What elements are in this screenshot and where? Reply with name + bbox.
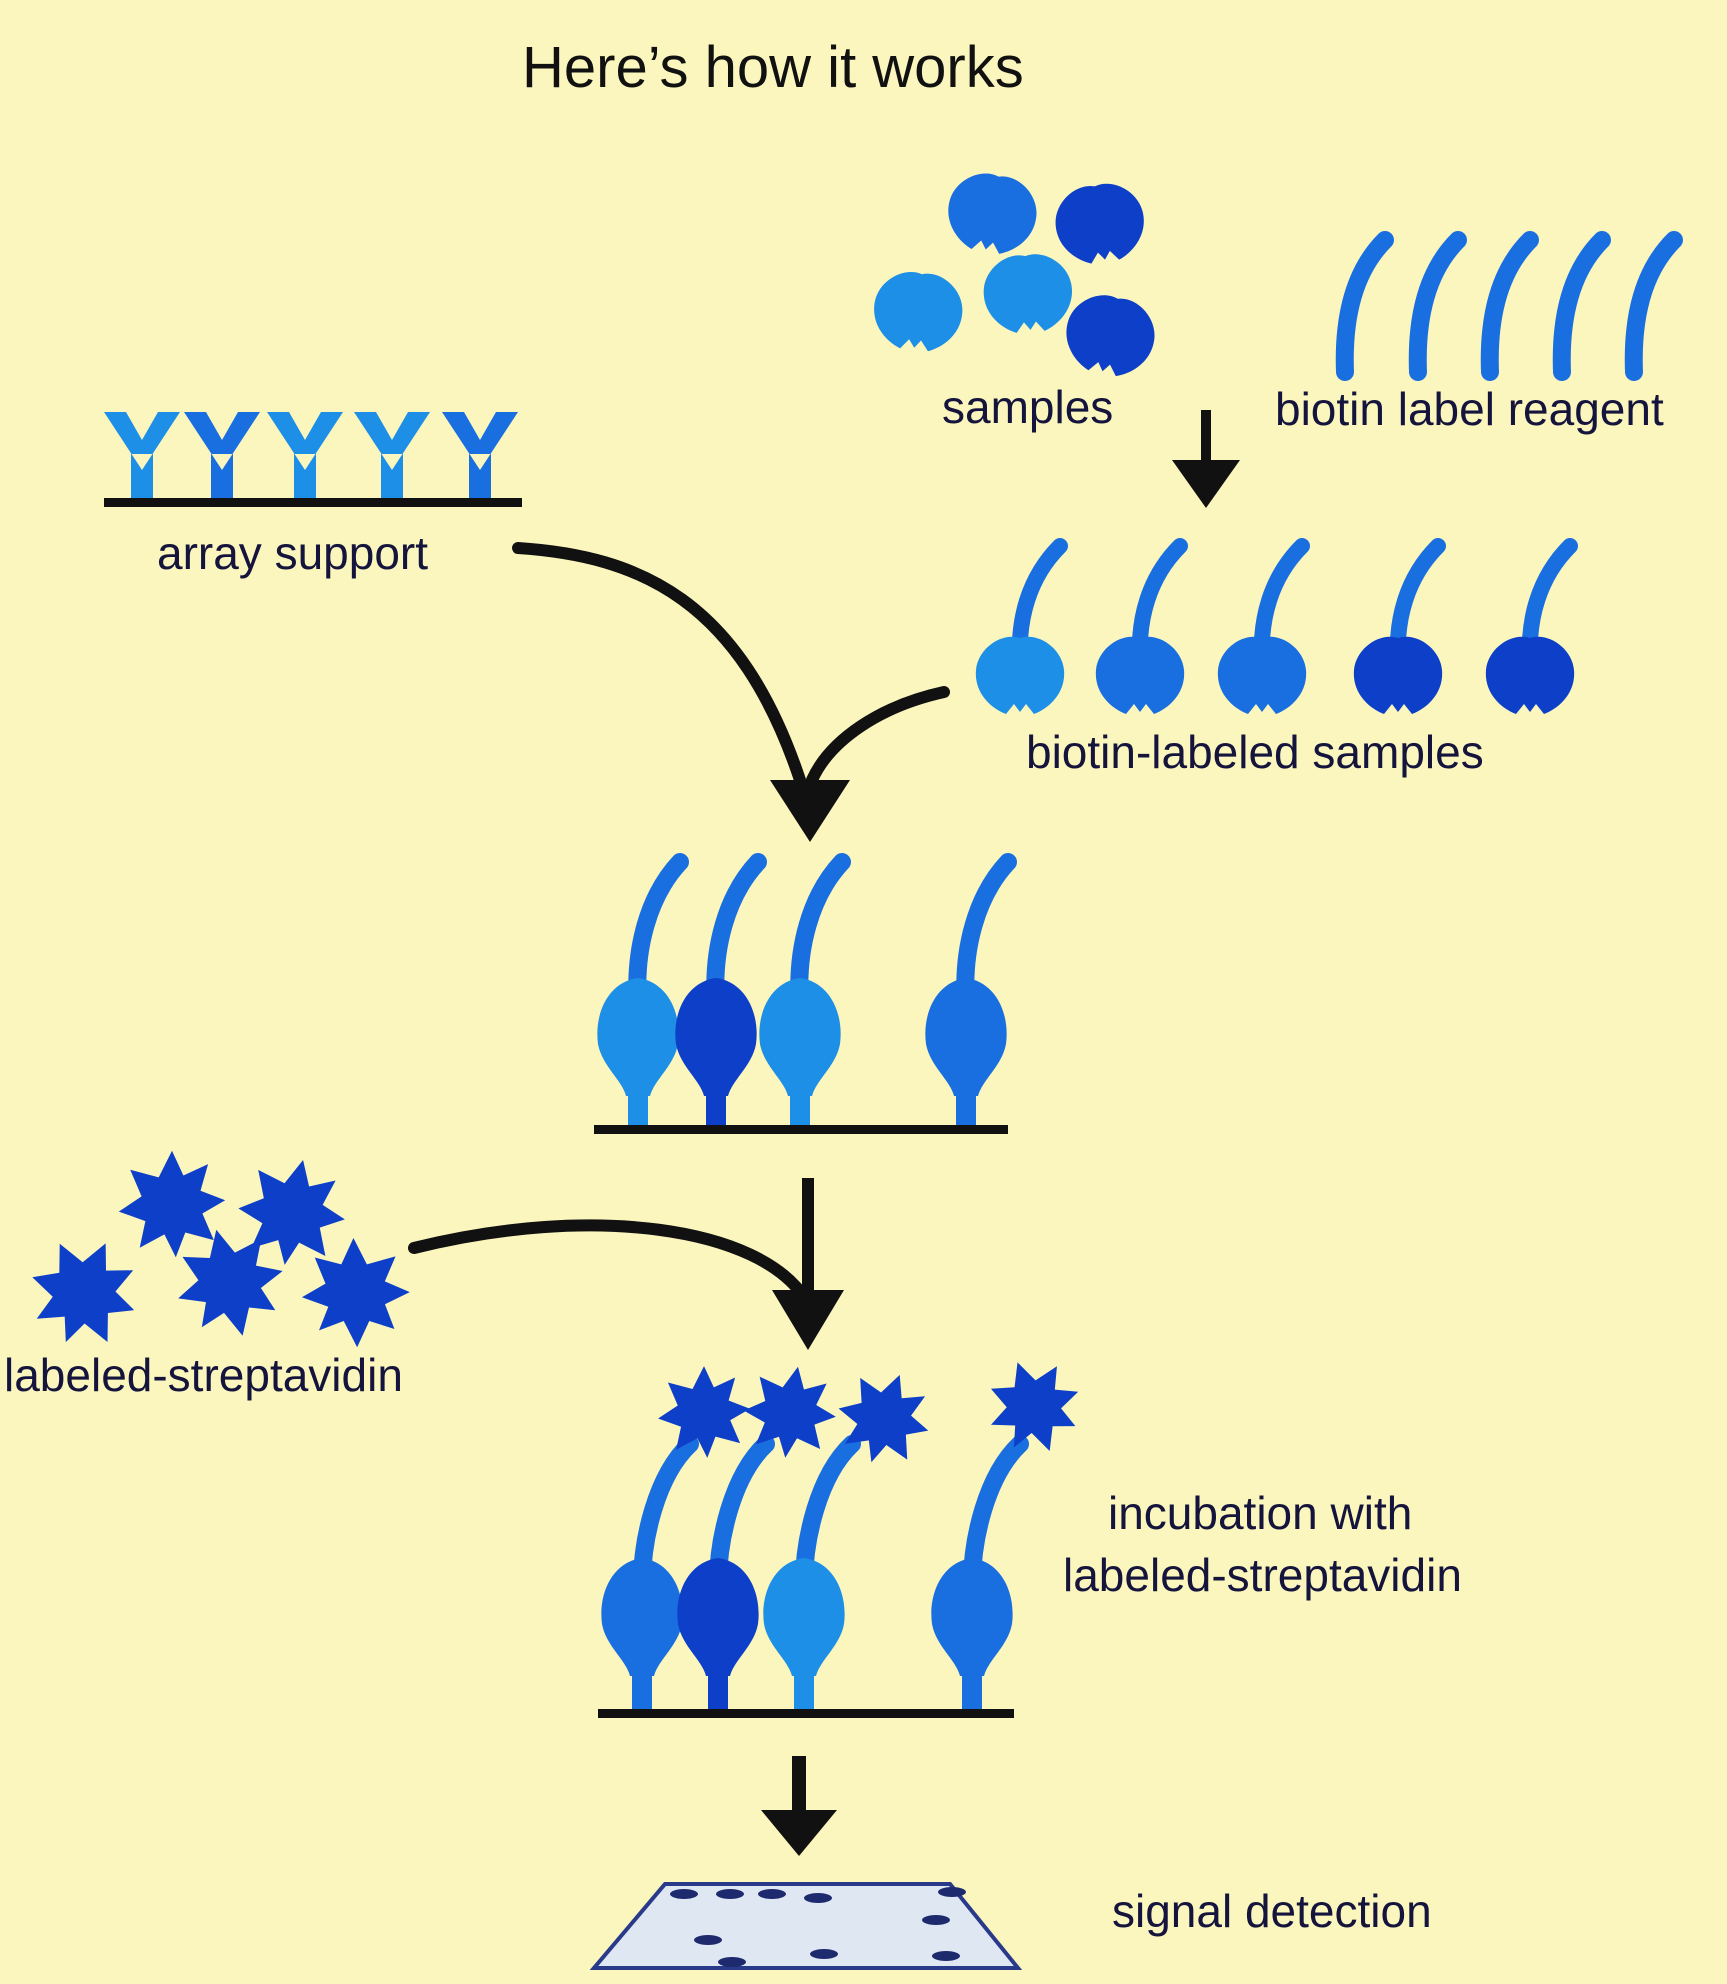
array-line-2 bbox=[594, 1125, 1008, 1134]
antibody-y-3 bbox=[267, 412, 343, 498]
signal-spot-4 bbox=[804, 1893, 832, 1903]
array-support-label: array support bbox=[157, 527, 429, 579]
diagram-shapes bbox=[13, 167, 1683, 1970]
labeled-sample-blob-4 bbox=[1353, 636, 1443, 714]
incubated-stem-2 bbox=[708, 1668, 728, 1710]
antibody-y-2 bbox=[184, 412, 260, 498]
signal-spot-8 bbox=[810, 1949, 838, 1959]
captured-sample-4 bbox=[925, 978, 1007, 1096]
curved-arrow-head-1 bbox=[770, 780, 850, 842]
curved-arrow-labeled-samples bbox=[806, 686, 950, 786]
labeled-sample-blob-2 bbox=[1095, 636, 1185, 714]
streptavidin-star-1 bbox=[118, 1150, 226, 1258]
labeled-sample-blob-5 bbox=[1485, 636, 1575, 714]
biotin-reagent-strand-4 bbox=[1552, 231, 1611, 381]
signal-spot-2 bbox=[716, 1889, 744, 1899]
signal-spot-7 bbox=[694, 1935, 722, 1945]
captured-sample-1 bbox=[597, 978, 679, 1096]
signal-detection-label: signal detection bbox=[1112, 1885, 1432, 1937]
incubated-stem-4 bbox=[962, 1668, 982, 1710]
signal-spot-6 bbox=[922, 1915, 950, 1925]
captured-stem-3 bbox=[790, 1090, 810, 1128]
streptavidin-star-3 bbox=[13, 1221, 155, 1363]
down-arrow-shaft-2 bbox=[802, 1178, 814, 1298]
signal-spot-3 bbox=[758, 1889, 786, 1899]
biotin-reagent-strand-2 bbox=[1408, 231, 1467, 381]
signal-spot-9 bbox=[718, 1957, 746, 1967]
sample-blob-5 bbox=[1058, 288, 1162, 383]
sample-blob-4 bbox=[981, 251, 1075, 335]
biotin-reagent-label: biotin label reagent bbox=[1275, 383, 1664, 435]
incubation-label-line2: labeled-streptavidin bbox=[1063, 1549, 1462, 1601]
antibody-y-1 bbox=[104, 412, 180, 498]
bound-streptavidin-star-1 bbox=[658, 1366, 750, 1458]
antibody-y-5 bbox=[442, 412, 518, 498]
curved-arrow-array-support bbox=[512, 542, 806, 786]
signal-spot-1 bbox=[670, 1889, 698, 1899]
incubated-stem-3 bbox=[794, 1668, 814, 1710]
down-arrow-shaft-1 bbox=[1201, 410, 1211, 462]
down-arrow-head-2 bbox=[772, 1290, 844, 1350]
incubated-sample-3 bbox=[763, 1558, 845, 1676]
labeled-sample-blob-3 bbox=[1217, 636, 1307, 714]
biotin-reagent-strand-5 bbox=[1624, 231, 1683, 381]
captured-stem-4 bbox=[956, 1090, 976, 1128]
captured-sample-2 bbox=[675, 978, 757, 1096]
labeled-sample-blob-1 bbox=[975, 636, 1065, 714]
curved-arrow-streptavidin bbox=[408, 1219, 812, 1306]
labeled-streptavidin-label: labeled-streptavidin bbox=[4, 1349, 403, 1401]
incubated-sample-1 bbox=[601, 1558, 683, 1676]
incubated-sample-2 bbox=[677, 1558, 759, 1676]
sample-blob-3 bbox=[870, 268, 967, 355]
signal-spot-5 bbox=[938, 1887, 966, 1897]
down-arrow-head-3 bbox=[761, 1810, 837, 1856]
biotin-reagent-strand-1 bbox=[1335, 231, 1394, 381]
captured-stem-1 bbox=[628, 1090, 648, 1128]
detection-slide bbox=[589, 1882, 1023, 1970]
samples-label: samples bbox=[942, 381, 1114, 433]
incubation-label-line1: incubation with bbox=[1108, 1487, 1413, 1539]
biotin-reagent-strand-3 bbox=[1480, 231, 1539, 381]
signal-spot-10 bbox=[932, 1951, 960, 1961]
antibody-y-4 bbox=[354, 412, 430, 498]
sample-blob-2 bbox=[1050, 178, 1150, 268]
captured-stem-2 bbox=[706, 1090, 726, 1128]
bound-streptavidin-star-4 bbox=[971, 1343, 1097, 1469]
array-line-3 bbox=[598, 1709, 1014, 1718]
down-arrow-shaft-3 bbox=[792, 1756, 806, 1816]
biotin-labeled-samples-label: biotin-labeled samples bbox=[1026, 726, 1484, 778]
incubated-stem-1 bbox=[632, 1668, 652, 1710]
incubated-sample-4 bbox=[931, 1558, 1013, 1676]
array-support-line bbox=[104, 498, 522, 507]
sample-blob-1 bbox=[941, 167, 1043, 260]
diagram-title: Here’s how it works bbox=[522, 35, 1024, 100]
captured-sample-3 bbox=[759, 978, 841, 1096]
down-arrow-head-1 bbox=[1172, 460, 1240, 508]
